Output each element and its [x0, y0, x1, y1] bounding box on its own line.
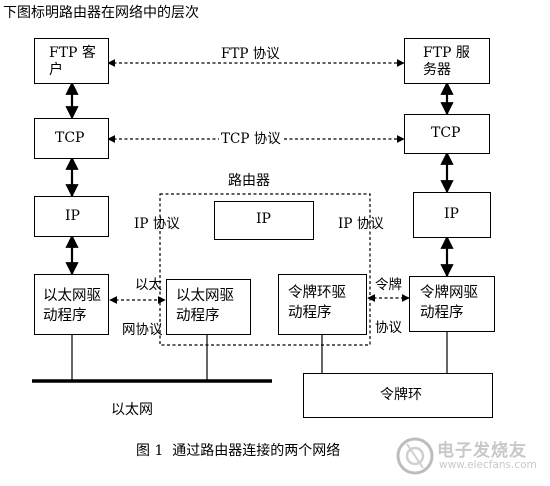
- ip-protocol-label-right: IP 协议: [338, 216, 384, 232]
- token-protocol-label-bottom: 协议: [375, 320, 402, 336]
- ip-label-left: IP: [65, 208, 80, 224]
- watermark: 电子发烧友 www.elecfans.com: [395, 432, 545, 478]
- token-ring-box: 令牌环: [303, 373, 493, 418]
- watermark-logo-icon: [396, 437, 434, 475]
- tcp-label-left: TCP: [55, 130, 85, 146]
- router-ethernet-driver-label: 以太网驱动程序: [176, 288, 234, 324]
- tcp-box-right: TCP: [404, 114, 490, 154]
- page-title: 下图标明路由器在网络中的层次: [3, 5, 199, 21]
- router-ip-label: IP: [256, 211, 271, 227]
- ethernet-driver-box-left: 以太网驱动程序: [34, 274, 109, 335]
- tcp-box-left: TCP: [34, 118, 109, 159]
- ip-protocol-label-left: IP 协议: [134, 216, 180, 232]
- router-ip-box: IP: [214, 201, 314, 240]
- ethernet-driver-label-left: 以太网驱动程序: [43, 288, 101, 324]
- ethernet-label: 以太网: [111, 402, 153, 418]
- ftp-client-box: FTP 客户: [34, 38, 109, 84]
- eth-protocol-label-top: 以太: [135, 277, 162, 293]
- ftp-client-label: FTP 客户: [49, 45, 96, 78]
- ip-box-right: IP: [413, 192, 491, 238]
- tcp-label-right: TCP: [431, 125, 461, 141]
- token-protocol-label-top: 令牌: [375, 277, 402, 293]
- tcp-protocol-label: TCP 协议: [219, 127, 283, 147]
- ftp-protocol-label: FTP 协议: [219, 42, 282, 62]
- router-token-driver-label: 令牌环驱动程序: [288, 285, 346, 321]
- ip-box-left: IP: [34, 196, 109, 237]
- router-label: 路由器: [228, 173, 270, 189]
- ip-label-right: IP: [444, 206, 459, 222]
- router-token-driver-box: 令牌环驱动程序: [278, 274, 367, 335]
- watermark-name: 电子发烧友: [437, 441, 527, 461]
- eth-protocol-label-bottom: 网协议: [122, 322, 163, 338]
- figure-caption: 图 1 通过路由器连接的两个网络: [136, 443, 341, 459]
- token-driver-box-right: 令牌网驱动程序: [409, 276, 495, 332]
- router-ethernet-driver-box: 以太网驱动程序: [166, 279, 251, 335]
- router-boundary: [159, 193, 371, 346]
- ftp-server-label: FTP 服务器: [423, 45, 470, 78]
- token-driver-label-right: 令牌网驱动程序: [420, 285, 478, 321]
- ftp-server-box: FTP 服务器: [404, 38, 490, 84]
- watermark-url: www.elecfans.com: [439, 459, 537, 471]
- token-ring-label: 令牌环: [380, 387, 422, 403]
